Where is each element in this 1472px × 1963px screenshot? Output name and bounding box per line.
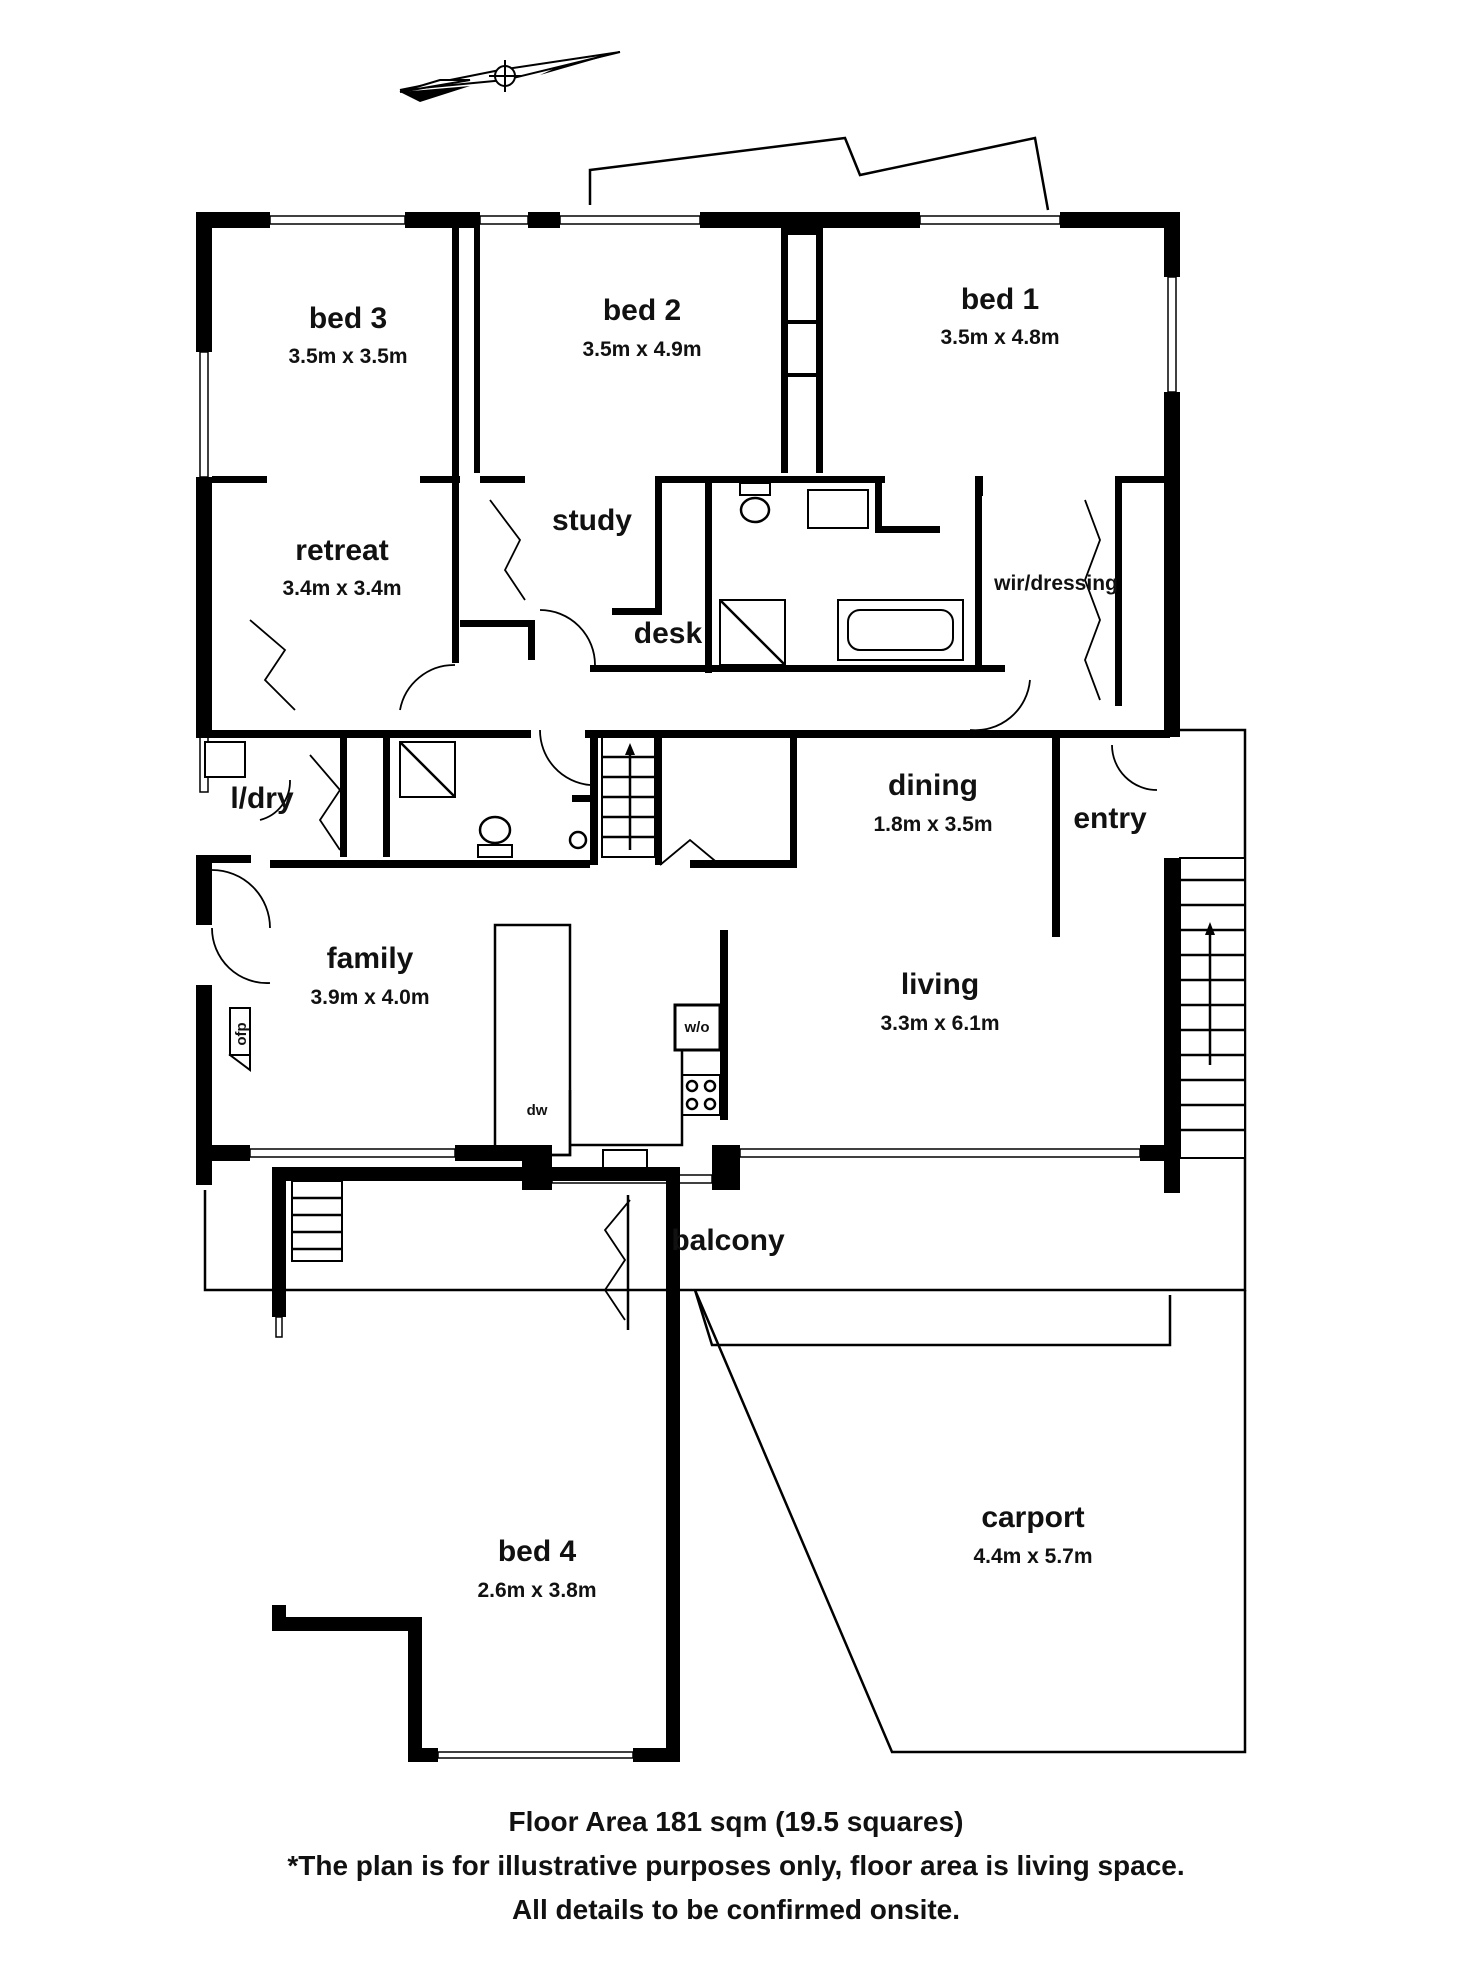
compass-icon bbox=[399, 51, 621, 102]
living-dims: 3.3m x 6.1m bbox=[880, 1012, 999, 1035]
wo-label: w/o bbox=[684, 1019, 710, 1036]
bed3-dims: 3.5m x 3.5m bbox=[288, 345, 407, 368]
bed1-name: bed 1 bbox=[961, 283, 1039, 316]
study-name: study bbox=[552, 504, 632, 537]
carport-name: carport bbox=[981, 1501, 1084, 1534]
entry-name: entry bbox=[1073, 802, 1147, 835]
living-name: living bbox=[901, 968, 979, 1001]
floor-area-note: Floor Area 181 sqm (19.5 squares) bbox=[508, 1806, 964, 1837]
site-outline bbox=[203, 136, 1247, 1754]
retreat-name: retreat bbox=[295, 534, 388, 567]
external-stairs bbox=[1179, 857, 1246, 1159]
internal-stairs bbox=[601, 736, 656, 858]
bed2-dims: 3.5m x 4.9m bbox=[582, 338, 701, 361]
footer-notes: Floor Area 181 sqm (19.5 squares) *The p… bbox=[0, 1800, 1472, 1932]
desk-name: desk bbox=[634, 617, 703, 650]
bed2-name: bed 2 bbox=[603, 294, 681, 327]
ldry-name: l/dry bbox=[230, 782, 294, 815]
dining-name: dining bbox=[888, 769, 978, 802]
bed4-name: bed 4 bbox=[498, 1535, 577, 1568]
family-dims: 3.9m x 4.0m bbox=[310, 986, 429, 1009]
bed4-dims: 2.6m x 3.8m bbox=[477, 1579, 596, 1602]
wir-name: wir/dressing bbox=[993, 572, 1118, 595]
exterior-walls bbox=[196, 212, 1180, 1193]
dw-label: dw bbox=[527, 1102, 548, 1119]
bed4-walls bbox=[272, 1167, 680, 1762]
balcony-name: balcony bbox=[671, 1224, 785, 1257]
bed3-name: bed 3 bbox=[309, 302, 387, 335]
disclaimer-note: *The plan is for illustrative purposes o… bbox=[287, 1850, 1185, 1881]
doors bbox=[211, 499, 1158, 984]
bathroom-fixtures bbox=[204, 482, 964, 858]
dining-dims: 1.8m x 3.5m bbox=[873, 813, 992, 836]
confirm-note: All details to be confirmed onsite. bbox=[511, 1894, 961, 1925]
bed1-dims: 3.5m x 4.8m bbox=[940, 326, 1059, 349]
family-name: family bbox=[327, 942, 414, 975]
interior-walls bbox=[196, 228, 1170, 1169]
retreat-dims: 3.4m x 3.4m bbox=[282, 577, 401, 600]
carport-dims: 4.4m x 5.7m bbox=[973, 1545, 1092, 1568]
ofp-label: ofp bbox=[233, 1022, 250, 1045]
